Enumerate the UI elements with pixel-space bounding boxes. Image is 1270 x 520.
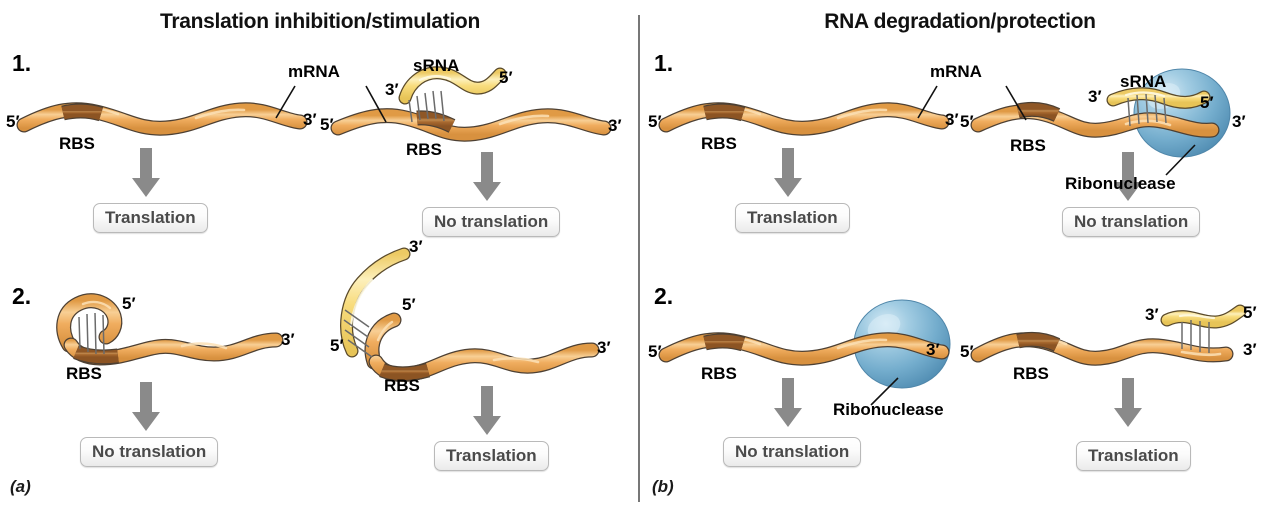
label-b2-right-five-prime: 5′ bbox=[960, 342, 974, 361]
label-b2-right-srna-five-prime: 5′ bbox=[1243, 303, 1257, 322]
srna-strand-b1-right bbox=[1106, 87, 1211, 109]
label-a1-srna-three-prime: 3′ bbox=[385, 80, 399, 99]
label-a1-left-three-prime: 3′ bbox=[303, 110, 317, 129]
label-b1-srna: sRNA bbox=[1120, 72, 1167, 91]
mrna-strand-b2-left bbox=[658, 332, 950, 366]
label-a2-srna-five-prime: 5′ bbox=[330, 336, 344, 355]
arrow-b2-left bbox=[774, 378, 802, 427]
label-a2-left-three-prime: 3′ bbox=[281, 330, 295, 349]
outcome-a2-right: Translation bbox=[434, 441, 549, 471]
arrow-a1-left bbox=[132, 148, 160, 197]
label-b1-left-five-prime: 5′ bbox=[648, 112, 662, 131]
label-a1-srna: sRNA bbox=[413, 56, 460, 75]
label-b1-left-three-prime: 3′ bbox=[945, 110, 959, 129]
panel-a-sublabel: (a) bbox=[10, 477, 31, 496]
panel-b-sublabel: (b) bbox=[652, 477, 674, 496]
label-b1-left-rbs: RBS bbox=[701, 134, 737, 153]
base-pairs-a1-right bbox=[408, 90, 445, 123]
base-pairs-a2-right bbox=[343, 309, 373, 358]
arrow-b1-left bbox=[774, 148, 802, 197]
label-b2-right-mrna-three-prime: 3′ bbox=[1243, 340, 1257, 359]
label-a2-left-rbs: RBS bbox=[66, 364, 102, 383]
mrna-hairpin-a2-left bbox=[56, 293, 284, 366]
leader-line-mrna-a1-right bbox=[365, 85, 387, 123]
outcome-b1-right: No translation bbox=[1062, 207, 1201, 237]
label-a1-right-mrna-three-prime: 3′ bbox=[608, 116, 622, 135]
arrow-a1-right bbox=[473, 152, 501, 201]
label-a1-srna-five-prime: 5′ bbox=[499, 68, 513, 87]
srna-strand-a1-right bbox=[398, 66, 507, 105]
outcome-b1-left: Translation bbox=[735, 203, 850, 233]
label-b2-left-five-prime: 5′ bbox=[648, 342, 662, 361]
outcome-a1-left: Translation bbox=[93, 203, 208, 233]
leader-line-ribonuclease-b1 bbox=[1165, 144, 1196, 176]
label-a2-right-rbs: RBS bbox=[384, 376, 420, 395]
arrow-a2-left bbox=[132, 382, 160, 431]
label-a1-right-rbs: RBS bbox=[406, 140, 442, 159]
srna-strand-b2-right bbox=[1160, 304, 1247, 329]
mrna-strand-b2-right bbox=[970, 331, 1234, 366]
label-a1-mrna: mRNA bbox=[288, 62, 340, 81]
label-a2-left-five-prime: 5′ bbox=[122, 294, 136, 313]
label-a2-mrna-five-prime: 5′ bbox=[402, 295, 416, 314]
leader-line-mrna-b1-right bbox=[1005, 85, 1027, 121]
panel-b-title: RNA degradation/protection bbox=[824, 10, 1096, 33]
outcome-b2-right: Translation bbox=[1076, 441, 1191, 471]
mrna-strand-a1-right bbox=[330, 108, 612, 142]
arrow-b2-right bbox=[1114, 378, 1142, 427]
label-a2-srna-three-prime: 3′ bbox=[409, 237, 423, 256]
label-a2-mrna-three-prime: 3′ bbox=[597, 338, 611, 357]
base-pairs-b2-right bbox=[1181, 320, 1210, 353]
arrow-a2-right bbox=[473, 386, 501, 435]
label-b2-right-srna-three-prime: 3′ bbox=[1145, 305, 1159, 324]
label-b2-left-rbs: RBS bbox=[701, 364, 737, 383]
panel-b-step-2-number: 2. bbox=[654, 283, 674, 309]
outcome-a1-right: No translation bbox=[422, 207, 561, 237]
srna-strand-a2-right bbox=[340, 247, 411, 358]
label-b1-right-mrna-five-prime: 5′ bbox=[960, 112, 974, 131]
panel-a-step-2-number: 2. bbox=[12, 283, 32, 309]
label-b1-mrna: mRNA bbox=[930, 62, 982, 81]
label-b1-srna-three-prime: 3′ bbox=[1088, 87, 1102, 106]
panel-divider bbox=[638, 15, 640, 502]
panel-a-title: Translation inhibition/stimulation bbox=[160, 10, 480, 33]
label-b1-right-mrna-three-prime: 3′ bbox=[1232, 112, 1246, 131]
label-a1-left-five-prime: 5′ bbox=[6, 112, 20, 131]
label-a1-left-rbs: RBS bbox=[59, 134, 95, 153]
mrna-strand-a1-left bbox=[16, 102, 308, 136]
base-pairs-a2-left bbox=[78, 312, 105, 355]
label-b2-left-three-prime: 3′ bbox=[926, 340, 940, 359]
leader-line-mrna-b1 bbox=[917, 85, 938, 119]
label-b1-right-rbs: RBS bbox=[1010, 136, 1046, 155]
outcome-b2-left: No translation bbox=[723, 437, 862, 467]
label-b1-ribonuclease: Ribonuclease bbox=[1065, 174, 1176, 193]
label-b2-right-rbs: RBS bbox=[1013, 364, 1049, 383]
label-a1-right-mrna-five-prime: 5′ bbox=[320, 115, 334, 134]
mrna-hairpin-a2-right bbox=[364, 312, 600, 382]
panel-a-step-1-number: 1. bbox=[12, 50, 32, 76]
outcome-a2-left: No translation bbox=[80, 437, 219, 467]
mrna-strand-b1-left bbox=[658, 102, 950, 136]
mrna-strand-b1-right bbox=[970, 101, 1220, 138]
panel-b-step-1-number: 1. bbox=[654, 50, 674, 76]
leader-line-mrna-a1 bbox=[275, 85, 296, 119]
label-b1-srna-five-prime: 5′ bbox=[1200, 93, 1214, 112]
label-b2-ribonuclease: Ribonuclease bbox=[833, 400, 944, 419]
base-pairs-b1-right bbox=[1127, 93, 1167, 127]
